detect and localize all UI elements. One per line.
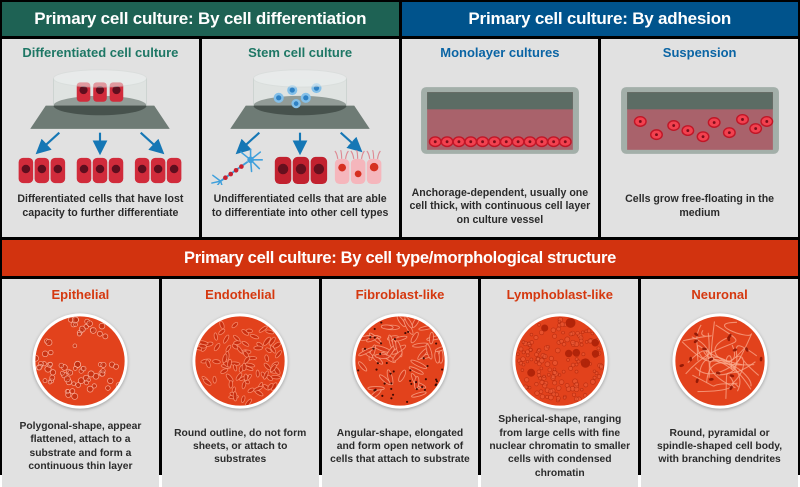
caption-lymphoblast: Spherical-shape, ranging from large cell… (489, 414, 631, 479)
epithelial-microscopy-circle (32, 313, 128, 409)
caption-endothelial: Round outline, do not form sheets, or at… (174, 427, 307, 466)
panel-title-endothelial: Endothelial (205, 287, 276, 302)
panel-title-neuronal: Neuronal (691, 287, 748, 302)
endothelial-microscopy-circle (192, 313, 288, 409)
differentiated-cell-groups-icon (19, 158, 182, 184)
panel-fibroblast-like: Fibroblast-like Angular-shape, elongated… (321, 279, 479, 487)
panel-title-epithelial: Epithelial (51, 287, 110, 302)
panel-monolayer-cultures: Monolayer cultures (401, 39, 599, 237)
lymphoblast-microscopy-circle (512, 313, 608, 409)
suspension-vessel-icon (620, 86, 779, 154)
caption-fibroblast: Angular-shape, elongated and form open n… (330, 427, 470, 466)
fibroblast-microscopy-circle (352, 313, 448, 409)
dark-red-cell-group-icon (274, 157, 328, 185)
neuronal-microscopy-circle (671, 313, 768, 409)
pink-ciliated-cell-group-icon (334, 150, 382, 185)
panel-title-lymphoblast: Lymphoblast-like (506, 287, 613, 302)
panel-differentiated-cell-culture: Differentiated cell culture (2, 39, 199, 237)
petri-dish-icon (230, 69, 370, 129)
section-header-adhesion: Primary cell culture: By adhesion (401, 2, 798, 36)
monolayer-cells-icon (428, 135, 572, 147)
monolayer-illustration (402, 60, 599, 186)
petri-dish-stem-icon (211, 69, 382, 186)
panel-stem-cell-culture: Stem cell culture (201, 39, 399, 237)
arrows-icon (36, 132, 165, 156)
floating-cells-icon (633, 113, 773, 142)
arrows-icon (235, 132, 363, 156)
section-header-differentiation: Primary cell culture: By cell differenti… (2, 2, 399, 36)
caption-suspension: Cells grow free-floating in the medium (625, 193, 775, 219)
panel-title-suspension: Suspension (662, 45, 737, 60)
panel-suspension: Suspension (601, 39, 798, 237)
neuron-icon (211, 148, 264, 186)
stem-illustration (202, 60, 399, 186)
caption-epithelial: Polygonal-shape, appear flattened, attac… (19, 420, 142, 473)
top-panels-row: Differentiated cell culture (2, 39, 798, 237)
blue-stem-cells-in-dish-icon (273, 83, 322, 109)
petri-dish-differentiated-icon (19, 69, 182, 184)
section-header-morphology: Primary cell culture: By cell type/morph… (2, 240, 798, 276)
suspension-illustration (601, 60, 798, 186)
section-headers-row: Primary cell culture: By cell differenti… (2, 2, 798, 36)
panel-title-fibroblast: Fibroblast-like (355, 287, 445, 302)
bottom-panels-row: Epithelial Polygonal-shape, appear flatt… (2, 279, 798, 487)
caption-monolayer: Anchorage-dependent, usually one cell th… (409, 186, 591, 226)
panel-title-differentiated: Differentiated cell culture (22, 45, 179, 60)
panel-endothelial: Endothelial Round outline, do not form s… (161, 279, 319, 487)
caption-stem: Undifferentiated cells that are able to … (211, 193, 389, 219)
panel-title-stem: Stem cell culture (248, 45, 353, 60)
monolayer-vessel-icon (420, 86, 579, 154)
panel-lymphoblast-like: Lymphoblast-like Spherical-shape, rangin… (481, 279, 639, 487)
caption-neuronal: Round, pyramidal or spindle-shaped cell … (657, 427, 783, 466)
caption-differentiated: Differentiated cells that have lost capa… (17, 193, 184, 219)
panel-epithelial: Epithelial Polygonal-shape, appear flatt… (2, 279, 159, 487)
differentiated-illustration (2, 60, 199, 186)
panel-neuronal: Neuronal Round, pyramidal or spindle-sha… (641, 279, 798, 487)
petri-dish-icon (30, 69, 171, 129)
panel-title-monolayer: Monolayer cultures (440, 45, 560, 60)
